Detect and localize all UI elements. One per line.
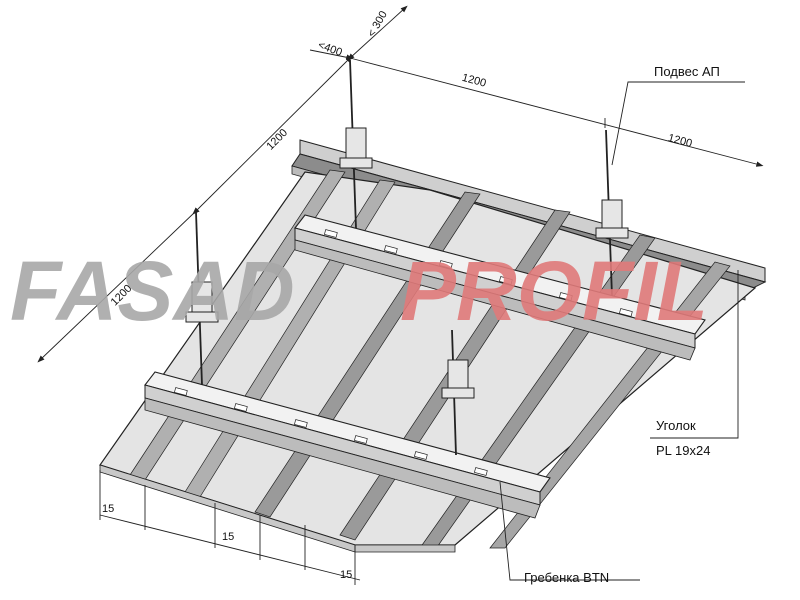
callout-comb: Гребенка BTN [524, 570, 609, 585]
watermark-part2: PROFIL [400, 244, 708, 338]
dimension-lines [37, 5, 764, 585]
brand-watermark: FASAD PROFIL [10, 244, 708, 338]
callout-angle-name: Уголок [656, 418, 696, 433]
dim-span-b: < 300 [366, 9, 390, 39]
dim-span-left-upper: 1200 [264, 127, 290, 153]
dim-span-top: 1200 [461, 72, 488, 90]
carrier-slots [173, 229, 633, 476]
callout-leaders [499, 81, 745, 581]
dim-gap-1: 15 [102, 503, 114, 515]
callout-angle-size: PL 19x24 [656, 443, 710, 458]
dim-gap-2: 15 [222, 531, 234, 543]
ceiling-panels [99, 169, 757, 553]
dim-span-a: <400 [316, 39, 343, 59]
watermark-part1: FASAD [10, 244, 295, 338]
dim-gap-3: 15 [340, 569, 352, 581]
callout-hanger: Подвес АП [654, 64, 720, 79]
carrier-comb-lower [144, 371, 551, 519]
dim-span-right: 1200 [667, 132, 694, 150]
carrier-comb-upper [294, 214, 706, 361]
